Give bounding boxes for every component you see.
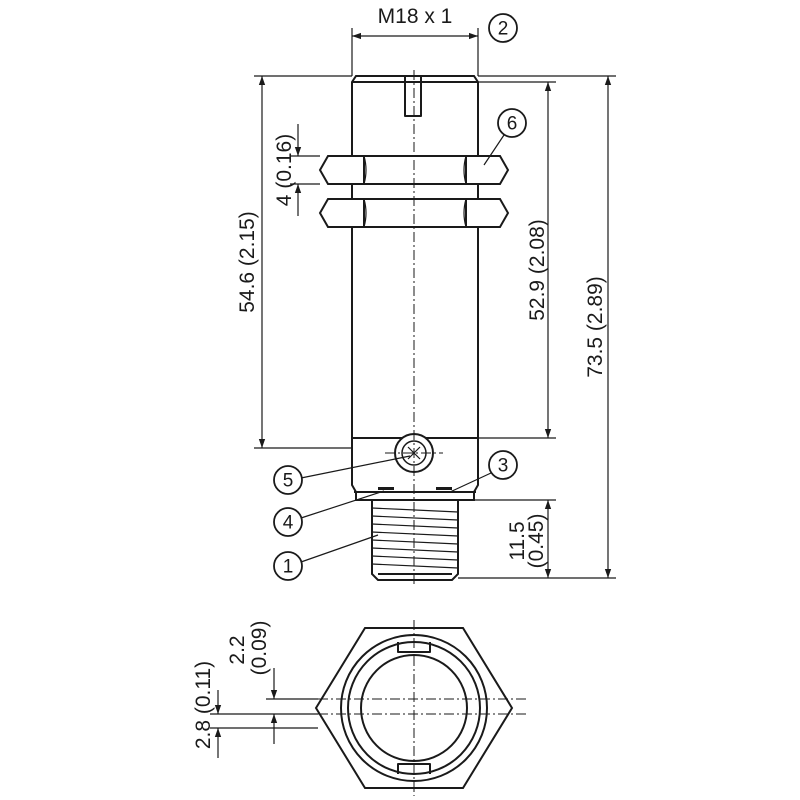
overall-length-dimension: 73.5 (2.89) bbox=[584, 276, 607, 378]
top-offset-in: (0.09) bbox=[248, 621, 271, 676]
svg-text:6: 6 bbox=[507, 114, 518, 135]
thread-dimension: M18 x 1 bbox=[378, 5, 453, 28]
svg-text:1: 1 bbox=[283, 557, 294, 578]
side-view: M18 x 1 54.6 (2.15) 4 (0.16) 52.9 (2.08)… bbox=[236, 5, 616, 585]
nut-thickness-dimension: 4 (0.16) bbox=[273, 134, 296, 206]
thread-length-dimension: 52.9 (2.08) bbox=[526, 219, 549, 321]
svg-text:5: 5 bbox=[283, 471, 294, 492]
sensor-housing bbox=[351, 75, 479, 439]
callout-4: 4 bbox=[273, 490, 385, 537]
led-indicator-left bbox=[378, 487, 394, 490]
housing-length-dimension: 54.6 (2.15) bbox=[236, 211, 259, 313]
svg-text:3: 3 bbox=[498, 456, 509, 477]
svg-text:4: 4 bbox=[283, 513, 294, 534]
callout-2: 2 bbox=[488, 13, 518, 43]
callout-3: 3 bbox=[449, 450, 518, 493]
callout-6: 6 bbox=[483, 108, 527, 166]
m12-connector bbox=[371, 499, 459, 581]
top-offset-mm: 2.2 bbox=[226, 635, 249, 664]
bottom-offset-dimension: 2.8 (0.11) bbox=[192, 661, 215, 749]
callout-1: 1 bbox=[273, 534, 379, 581]
svg-text:2: 2 bbox=[498, 19, 509, 40]
collar bbox=[355, 491, 475, 501]
lock-nut-lower bbox=[318, 198, 510, 228]
front-view: 2.2 (0.09) 2.8 (0.11) bbox=[192, 620, 528, 796]
housing-slot bbox=[404, 76, 422, 117]
callout-5: 5 bbox=[273, 455, 411, 495]
connector-length-mm: 11.5 bbox=[506, 521, 529, 560]
connector-length-in: (0.45) bbox=[525, 514, 548, 569]
led-indicator-right bbox=[436, 487, 452, 490]
